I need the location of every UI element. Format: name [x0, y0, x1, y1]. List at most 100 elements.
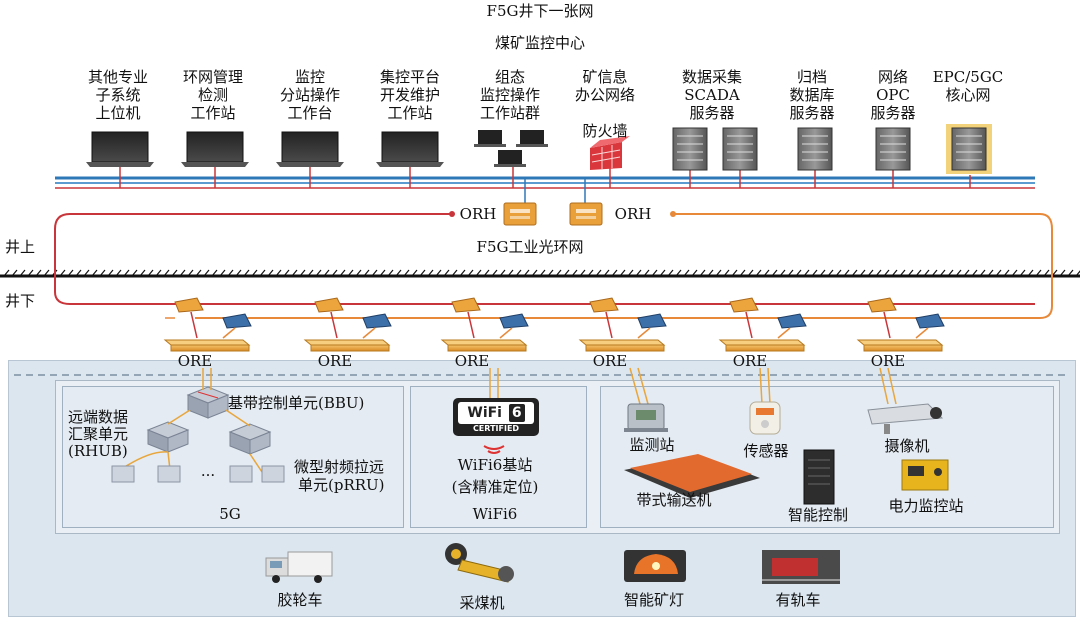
prru-label-1: 微型射频拉远 — [294, 458, 385, 476]
server-icon — [722, 127, 758, 171]
smart-control-label: 智能控制 — [787, 506, 848, 524]
top-node-label-line: 集控平台 — [379, 68, 440, 86]
top-node-label-line: 服务器 — [870, 104, 916, 122]
wifi-badge-certified: CERTIFIED — [472, 424, 520, 433]
wifi-badge-word: WiFi — [467, 405, 502, 421]
smart-control-cabinet-icon — [803, 449, 835, 505]
top-node-label-line: 工作站 — [190, 104, 236, 122]
bbu-label: 基带控制单元(BBU) — [228, 394, 365, 412]
mine-lamp-icon — [624, 550, 686, 582]
ore-label: ORE — [592, 352, 628, 370]
top-node-label-line: 服务器 — [689, 104, 735, 122]
ground-line — [0, 269, 1080, 278]
power-station-icon — [901, 459, 949, 491]
top-node-label-line: 开发维护 — [379, 86, 440, 104]
ore-label: ORE — [732, 352, 768, 370]
rhub-icon-left — [146, 421, 190, 453]
rhub-icon-right — [228, 423, 272, 455]
top-node-label-line: 工作站群 — [479, 104, 540, 122]
bus-drops — [119, 165, 971, 188]
ring-name: F5G工业光环网 — [476, 238, 584, 256]
epc-core-icon — [946, 124, 992, 174]
top-node-label-line: EPC/5GC — [932, 68, 1004, 86]
monitor-station-icon — [624, 403, 668, 432]
panel-5g — [62, 386, 404, 528]
top-node-label-line: 归档 — [796, 68, 827, 86]
prru-dots: ··· — [200, 466, 216, 484]
ore-label: ORE — [177, 352, 213, 370]
server-icon — [797, 127, 833, 171]
rail-car-icon — [762, 550, 840, 584]
sensor-icon — [749, 401, 781, 435]
laptop-icon — [181, 131, 249, 167]
orh-label-right: ORH — [614, 205, 652, 223]
ore-label: ORE — [454, 352, 490, 370]
ore-group — [578, 297, 667, 352]
laptop-icons — [86, 131, 444, 167]
ring-orange — [195, 213, 1053, 319]
firewall-icon — [590, 136, 630, 170]
bbu-icon — [186, 386, 230, 419]
laptop-icon — [376, 131, 444, 167]
firewall-label: 防火墙 — [582, 122, 628, 140]
orh-label-left: ORH — [459, 205, 497, 223]
shearer-icon — [445, 543, 514, 583]
top-node-label-line: 监控 — [294, 68, 325, 86]
top-node-label-line: OPC — [876, 86, 910, 104]
ore-group — [303, 297, 392, 352]
top-node-label-line: 检测 — [197, 86, 228, 104]
top-node-label-line: SCADA — [684, 86, 740, 104]
wifi-signal-icon — [483, 445, 505, 454]
device-links — [629, 367, 897, 405]
top-node-label-line: 数据库 — [789, 86, 835, 104]
ring-red — [54, 213, 1035, 305]
top-node-label-line: 工作台 — [287, 104, 333, 122]
top-node-label-line: 网络 — [877, 68, 908, 86]
workstation-cluster-icon — [474, 130, 548, 167]
camera-icon — [867, 403, 944, 434]
mine-lamp-label: 智能矿灯 — [623, 591, 684, 609]
ore-label: ORE — [317, 352, 353, 370]
shearer-label: 采煤机 — [459, 594, 505, 612]
top-node-label-line: 核心网 — [945, 86, 991, 104]
ore-groups — [163, 297, 945, 352]
rhub-label-2: 汇聚单元 — [68, 425, 129, 443]
top-node-label-line: 办公网络 — [574, 86, 635, 104]
top-node-label-line: 上位机 — [95, 104, 141, 122]
top-node-label-line: 分站操作 — [279, 86, 340, 104]
rhub-label-1: 远端数据 — [68, 408, 129, 426]
orh-device-left — [503, 202, 537, 226]
ore-group — [718, 297, 807, 352]
camera-label: 摄像机 — [884, 437, 930, 455]
server-icon — [672, 127, 708, 171]
level-below-label: 井下 — [4, 292, 35, 310]
ore-group — [440, 297, 529, 352]
orh-device-right — [569, 202, 603, 226]
server-icons — [672, 127, 911, 171]
ore-label: ORE — [870, 352, 906, 370]
rubber-car-label: 胶轮车 — [277, 591, 323, 609]
diagram-title: F5G井下一张网 — [486, 2, 594, 20]
rail-car-label: 有轨车 — [775, 591, 821, 609]
prru-icons — [111, 465, 285, 483]
top-node-label-line: 数据采集 — [681, 68, 742, 86]
laptop-icon — [276, 131, 344, 167]
level-above-label: 井上 — [4, 238, 35, 256]
top-node-label-line: 矿信息 — [582, 68, 628, 86]
top-node-label-line: 子系统 — [95, 86, 141, 104]
top-node-label-line: 工作站 — [387, 104, 433, 122]
top-node-label-line: 监控操作 — [479, 86, 540, 104]
laptop-icon — [86, 131, 154, 167]
prru-label-2: 单元(pRRU) — [298, 476, 385, 494]
sensor-label: 传感器 — [743, 442, 789, 460]
wifi-station-note: (含精准定位) — [451, 478, 539, 496]
top-node-label-line: 其他专业 — [87, 68, 148, 86]
wifi-badge-number: 6 — [508, 404, 525, 422]
power-station-label: 电力监控站 — [888, 497, 964, 515]
wifi-station-label: WiFi6基站 — [457, 456, 533, 474]
wifi-badge-text: WiFi 6 — [458, 404, 534, 422]
server-icon — [875, 127, 911, 171]
conveyor-icon — [624, 454, 760, 498]
5g-section-title: 5G — [219, 505, 241, 523]
ore-group — [856, 297, 945, 352]
